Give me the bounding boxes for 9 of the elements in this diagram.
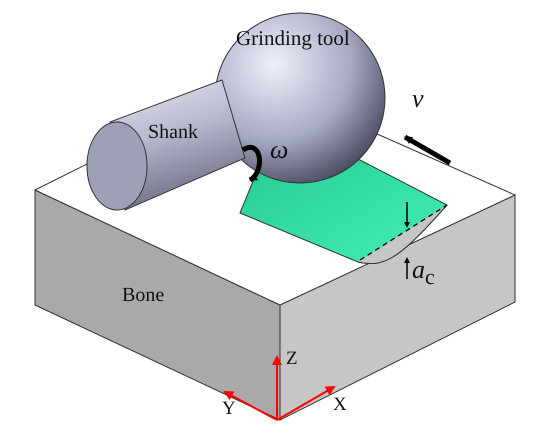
symbol-label: a$_{c}$: [412, 257, 435, 289]
part-label: Bone: [122, 285, 164, 305]
axis-label: Y: [222, 399, 236, 418]
part-label: Grinding tool: [236, 28, 350, 49]
symbol-label: v: [412, 86, 424, 112]
axis-label: Z: [286, 349, 298, 368]
axis-label: X: [333, 395, 347, 414]
part-label: Shank: [148, 122, 198, 142]
symbol-label: ω: [270, 137, 288, 163]
